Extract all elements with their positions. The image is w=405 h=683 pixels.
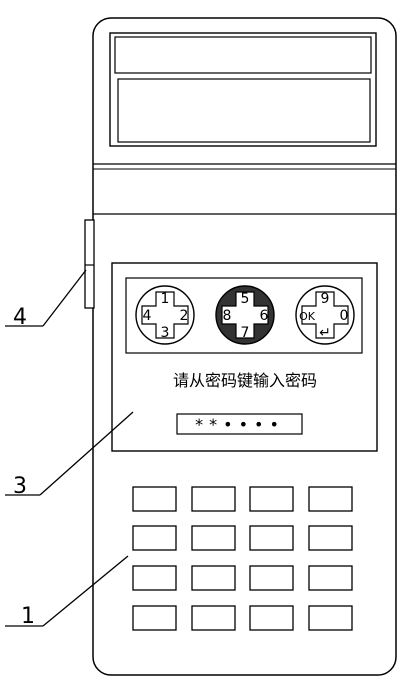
- keypad-key-4[interactable]: [308, 486, 353, 512]
- pad-key-top: 1: [161, 291, 170, 307]
- pad-key-right: 0: [340, 308, 349, 324]
- callout-1: 1: [5, 555, 129, 629]
- direction-pad-1[interactable]: 1 34 2: [135, 285, 195, 345]
- leader-line-3: [39, 411, 134, 496]
- screen-prompt: 请从密码键输入密码: [173, 371, 317, 390]
- pad-cross: [141, 291, 189, 339]
- top-display-lower: [117, 78, 371, 143]
- keypad-key-15[interactable]: [249, 605, 294, 631]
- pad-key-top: 9: [321, 291, 330, 307]
- pad-key-top: 5: [241, 291, 250, 307]
- pad-key-left: 4: [143, 308, 152, 324]
- pad-cross: [221, 291, 269, 339]
- callout-3: 3: [5, 411, 134, 499]
- password-field[interactable]: [176, 413, 303, 435]
- password-display: **••••: [195, 415, 285, 434]
- direction-pad-3[interactable]: 9 ↵OK 0: [295, 285, 355, 345]
- keypad-key-16[interactable]: [308, 605, 353, 631]
- top-display-upper: [114, 36, 372, 74]
- leader-line-4: [42, 269, 87, 327]
- pad-key-bottom: 7: [241, 325, 250, 341]
- side-button[interactable]: [84, 219, 95, 309]
- keypad-key-1[interactable]: [132, 486, 177, 512]
- keypad-key-12[interactable]: [308, 565, 353, 591]
- direction-pads: 1 34 2 5 78 6 9 ↵OK 0: [135, 285, 355, 345]
- keypad-key-14[interactable]: [191, 605, 236, 631]
- callout-label-4: 4: [13, 305, 27, 330]
- callout-label-1: 1: [21, 604, 35, 629]
- pad-key-bottom: ↵: [319, 325, 331, 341]
- top-display-frame: [109, 32, 377, 147]
- pad-key-right: 2: [180, 308, 189, 324]
- keypad-key-7[interactable]: [249, 525, 294, 551]
- pad-key-right: 6: [260, 308, 269, 324]
- pad-key-bottom: 3: [161, 325, 170, 341]
- pad-panel: [125, 277, 363, 354]
- keypad-key-9[interactable]: [132, 565, 177, 591]
- pad-cross: [301, 291, 349, 339]
- leader-line-1: [42, 555, 129, 627]
- keypad-key-10[interactable]: [191, 565, 236, 591]
- keypad-key-6[interactable]: [191, 525, 236, 551]
- keypad-key-3[interactable]: [249, 486, 294, 512]
- keypad-key-2[interactable]: [191, 486, 236, 512]
- direction-pad-2[interactable]: 5 78 6: [215, 285, 275, 345]
- pad-key-left: OK: [299, 310, 316, 323]
- pad-key-left: 8: [223, 308, 232, 324]
- callout-4: 4: [5, 269, 87, 330]
- keypad-key-5[interactable]: [132, 525, 177, 551]
- keypad-key-13[interactable]: [132, 605, 177, 631]
- keypad-key-11[interactable]: [249, 565, 294, 591]
- keypad: [132, 486, 353, 631]
- callout-label-3: 3: [13, 474, 27, 499]
- keypad-key-8[interactable]: [308, 525, 353, 551]
